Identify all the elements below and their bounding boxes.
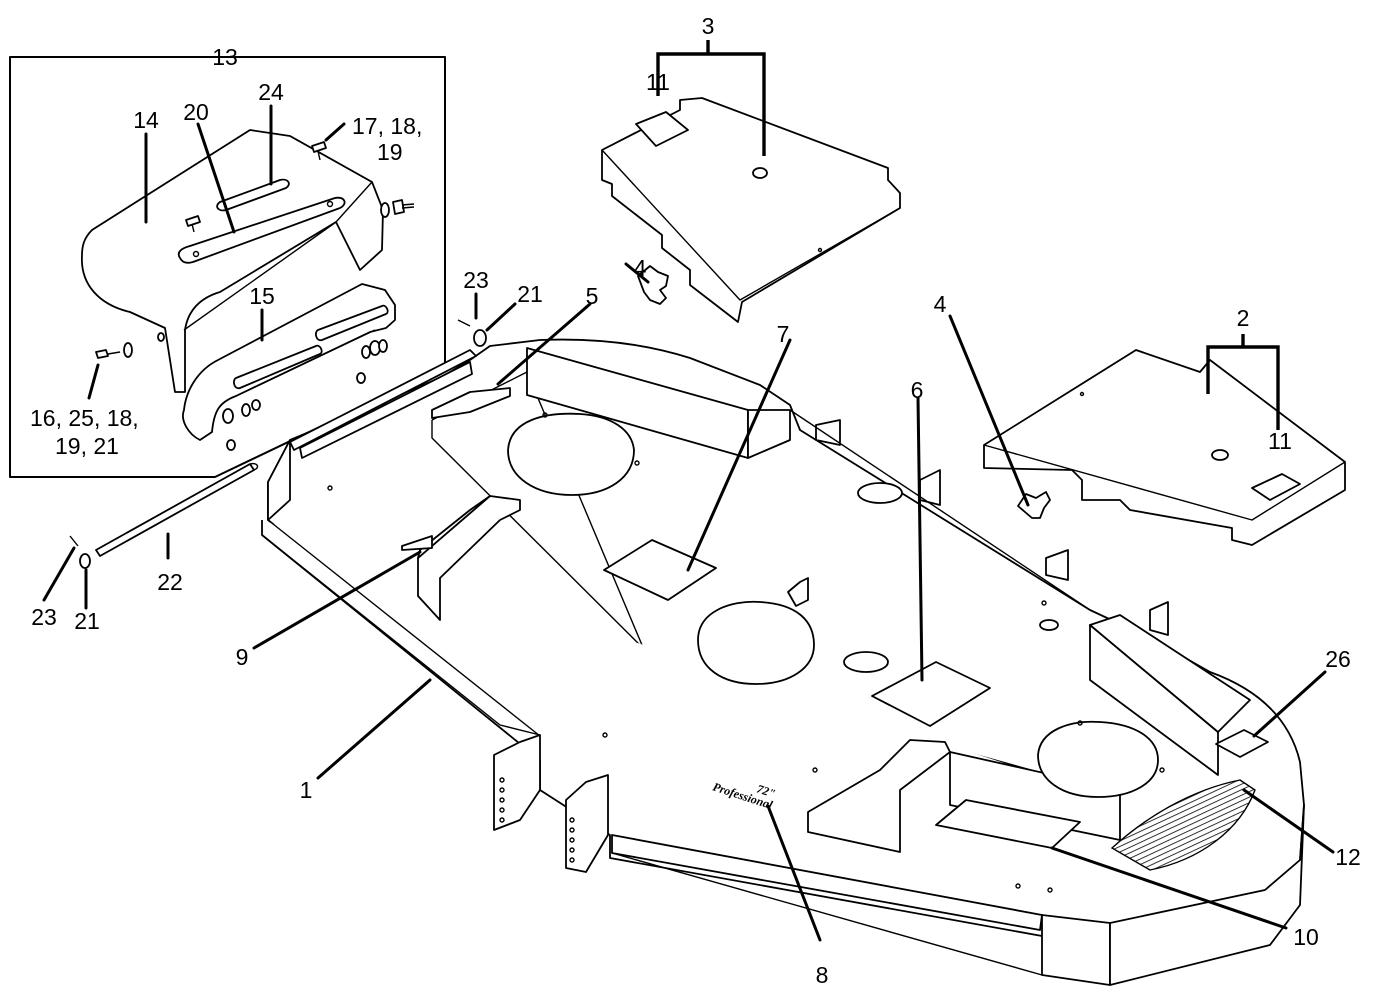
- callout-4-right: 4: [934, 291, 947, 317]
- callout-23-left: 23: [31, 604, 57, 630]
- callout-23-upper: 23: [463, 267, 489, 293]
- decal-part-7: [603, 539, 717, 601]
- callout-9: 9: [236, 644, 249, 670]
- belt-cover-part-14: [81, 129, 384, 393]
- callout-17-line2: 19: [377, 139, 403, 165]
- callout-11-top: 11: [646, 69, 670, 95]
- callout-26: 26: [1325, 646, 1351, 672]
- callout-5: 5: [586, 283, 599, 309]
- callout-20: 20: [183, 99, 209, 125]
- callout-labels: 13 3 11 2 11 14 20 24 17, 18, 19 15 16, …: [30, 13, 1361, 988]
- rod-upper: [289, 349, 477, 459]
- callout-7: 7: [777, 321, 790, 347]
- callout-22: 22: [157, 569, 183, 595]
- callout-1: 1: [300, 777, 313, 803]
- callout-16-line1: 16, 25, 18,: [30, 405, 139, 431]
- bolt-17-18-19: [311, 141, 327, 161]
- callout-8: 8: [816, 962, 829, 988]
- deck-cover-part-2: [983, 349, 1346, 546]
- callout-10: 10: [1293, 924, 1319, 950]
- callout-6: 6: [911, 377, 924, 403]
- decal-part-24: [216, 178, 290, 212]
- callout-14: 14: [133, 107, 159, 133]
- callout-13: 13: [212, 44, 238, 70]
- callout-24: 24: [258, 79, 284, 105]
- deck-cover-part-3: [601, 97, 901, 323]
- callout-17-line1: 17, 18,: [352, 113, 422, 139]
- decal-part-9: [401, 535, 433, 551]
- knob-part-4-left: [637, 265, 669, 305]
- cotter-pin-23-upper: [457, 319, 471, 327]
- bolt-on-cover-top: [185, 215, 201, 233]
- leader-lines: [42, 104, 1335, 942]
- idler-bracket-part-15: [182, 283, 396, 451]
- callout-4-left: 4: [634, 255, 647, 281]
- washer-21-left: [79, 553, 91, 569]
- callout-11-right: 11: [1268, 428, 1292, 454]
- bracket-2: [1206, 334, 1280, 430]
- bracket-3: [656, 40, 766, 156]
- decal-part-5: [431, 387, 511, 419]
- bolt-right-of-cover: [380, 199, 415, 218]
- callout-3: 3: [702, 13, 715, 39]
- callout-15: 15: [249, 283, 275, 309]
- callout-2: 2: [1237, 305, 1250, 331]
- strap-part-20: [177, 196, 346, 264]
- cotter-pin-23-left: [69, 535, 79, 547]
- rod-part-22: [95, 462, 259, 557]
- callout-21-upper: 21: [517, 281, 543, 307]
- bolt-16-25-18-19-21: [95, 342, 133, 359]
- callout-12: 12: [1335, 844, 1361, 870]
- callout-21-left: 21: [74, 608, 100, 634]
- callout-16-line2: 19, 21: [55, 433, 119, 459]
- decal-part-10: [935, 799, 1081, 849]
- logo-line-1: 72": [755, 782, 777, 801]
- decal-part-6: [871, 661, 991, 727]
- washer-21-upper: [473, 329, 487, 347]
